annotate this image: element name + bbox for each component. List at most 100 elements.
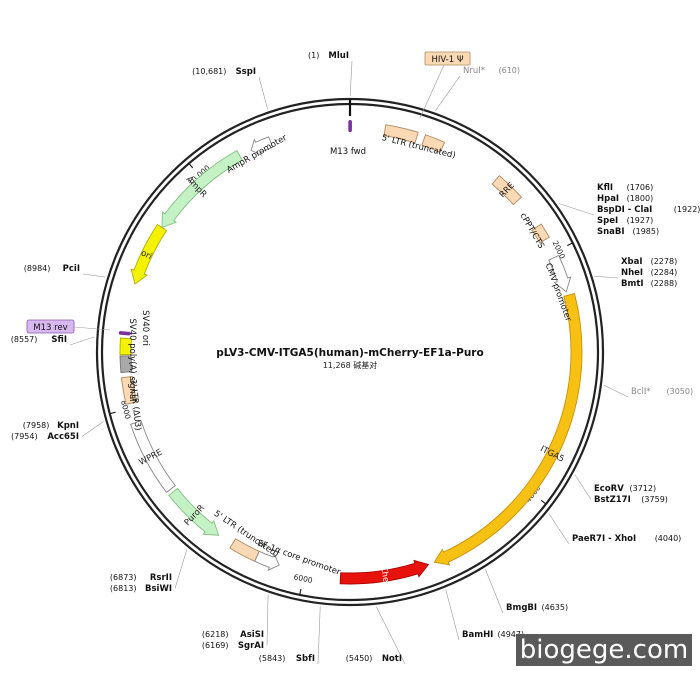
site-sgrai: SgrAI (6169) <box>202 641 264 651</box>
site-asisi: AsiSI (6218) <box>202 630 264 640</box>
site-name: NruI* <box>463 66 485 76</box>
site-leader-line <box>81 421 104 437</box>
sv40-polya-label: SV40 poly(A) signal <box>127 318 137 401</box>
site-leader-line <box>69 336 95 346</box>
feature-itga5 <box>433 292 583 566</box>
m13-rev-label: M13 rev <box>26 319 111 334</box>
site-name: EcoRV <box>594 484 624 494</box>
site-position: (1800) <box>627 194 654 203</box>
restriction-sites: MluI(1)NruI*(610)KflI(1706)HpaI(1800)Bsp… <box>11 51 700 665</box>
site-position: (4040) <box>655 534 682 543</box>
site-name: NotI <box>382 654 402 664</box>
site-leader-line <box>485 569 504 614</box>
site-name: BspDI - ClaI <box>597 205 652 215</box>
site-bmgbi: BmgBI(4635) <box>506 603 568 613</box>
site-position: (1922) <box>674 205 700 214</box>
site-name: SnaBI <box>597 227 625 237</box>
site-position: (4635) <box>542 603 569 612</box>
site-bcli: BclI* (3050) <box>631 387 693 397</box>
primer-mark <box>118 331 131 336</box>
ltr5-label: 5' LTR (truncated) <box>380 133 456 161</box>
site-position: (2288) <box>651 279 678 288</box>
site-leader-line <box>558 203 595 216</box>
scale-ticks: 200040006000800010,000 <box>109 163 573 595</box>
site-position: (3759) <box>641 495 668 504</box>
site-name: SgrAI <box>238 641 264 651</box>
site-position: (8557) <box>11 335 38 344</box>
plasmid-backbone <box>95 97 605 607</box>
site-pcii: PciI (8984) <box>24 264 80 274</box>
site-position: (8984) <box>24 264 51 273</box>
site-name: PciI <box>63 264 80 274</box>
site-leader-line <box>375 606 406 665</box>
site-name: BmtI <box>621 279 644 289</box>
feature-wpre <box>130 420 176 493</box>
site-leader-line <box>548 513 570 545</box>
site-leader-line <box>435 75 461 111</box>
site-position: (1706) <box>627 183 654 192</box>
site-name: BstZ17I <box>594 495 631 505</box>
site-name: PaeR7I - XhoI <box>572 534 636 544</box>
site-name: RsrII <box>150 573 172 583</box>
site-position: (2284) <box>651 268 678 277</box>
site-name: MluI <box>328 51 349 61</box>
site-sbfi: SbfI (5843) <box>259 654 315 664</box>
site-position: (6169) <box>202 641 229 650</box>
site-acc65i: Acc65I(7954) <box>11 432 79 442</box>
site-leader-line <box>317 606 321 665</box>
m13-fwd-label: M13 fwd <box>330 147 366 157</box>
site-bmti: BmtI (2288) <box>621 279 677 289</box>
site-position: (10,681) <box>192 67 226 76</box>
site-mlui: MluI(1) <box>308 51 349 61</box>
site-leader-line <box>594 275 619 279</box>
site-leader-line <box>445 589 460 641</box>
site-name: HpaI <box>597 194 619 204</box>
feature-segment <box>250 136 274 156</box>
feature-segment <box>254 550 280 572</box>
site-leader-line <box>258 76 268 110</box>
feature-segment <box>548 254 572 293</box>
site-ecorv: EcoRV (3712) <box>594 484 656 494</box>
site-leader-line <box>574 474 592 500</box>
site-hpai: HpaI (1800) <box>597 194 653 204</box>
site-position: (3050) <box>667 387 694 396</box>
primer-mark <box>348 120 352 133</box>
site-position: (6813) <box>110 584 137 593</box>
site-leader-line <box>349 60 353 97</box>
site-bsiwi: BsiWI(6813) <box>110 584 172 594</box>
feature-labels: HIV-1 Ψ M13 rev M13 fwd 5' LTR (truncate… <box>26 51 573 578</box>
feature-segment <box>119 337 132 356</box>
site-name: XbaI <box>621 257 643 267</box>
site-spei: SpeI(1927) <box>597 216 653 226</box>
site-leader-line <box>603 384 629 398</box>
site-position: (4947) <box>498 630 525 639</box>
center-title: pLV3-CMV-ITGA5(human)-mCherry-EF1a-Puro … <box>216 347 483 370</box>
site-position: (3712) <box>630 484 657 493</box>
site-position: (6218) <box>202 630 229 639</box>
site-sfii: SfiI(8557) <box>11 335 67 345</box>
tick-mark <box>540 499 547 505</box>
feature-segment <box>120 375 138 405</box>
site-paer7i-xhoi: PaeR7I - XhoI (4040) <box>572 534 681 544</box>
site-position: (610) <box>499 66 521 75</box>
tick-mark <box>299 588 302 595</box>
site-position: (1927) <box>627 216 654 225</box>
hiv-psi-label: HIV-1 Ψ <box>419 51 471 119</box>
site-name: BclI* <box>631 387 651 397</box>
site-position: (2278) <box>651 257 678 266</box>
site-bamhi: BamHI (4947) <box>462 630 524 640</box>
site-name: SbfI <box>296 654 315 664</box>
tick-label: 6000 <box>293 572 314 585</box>
feature-label-ori: ori <box>139 248 153 262</box>
site-nrui: NruI* (610) <box>463 66 520 76</box>
site-name: BamHI <box>462 630 493 640</box>
tick-mark <box>109 411 116 415</box>
site-snabi: SnaBI(1985) <box>597 227 659 237</box>
site-leader-line <box>266 594 269 646</box>
site-position: (5450) <box>346 654 373 663</box>
site-position: (5843) <box>259 654 286 663</box>
feature-ampr <box>161 149 243 229</box>
site-name: AsiSI <box>240 630 264 640</box>
